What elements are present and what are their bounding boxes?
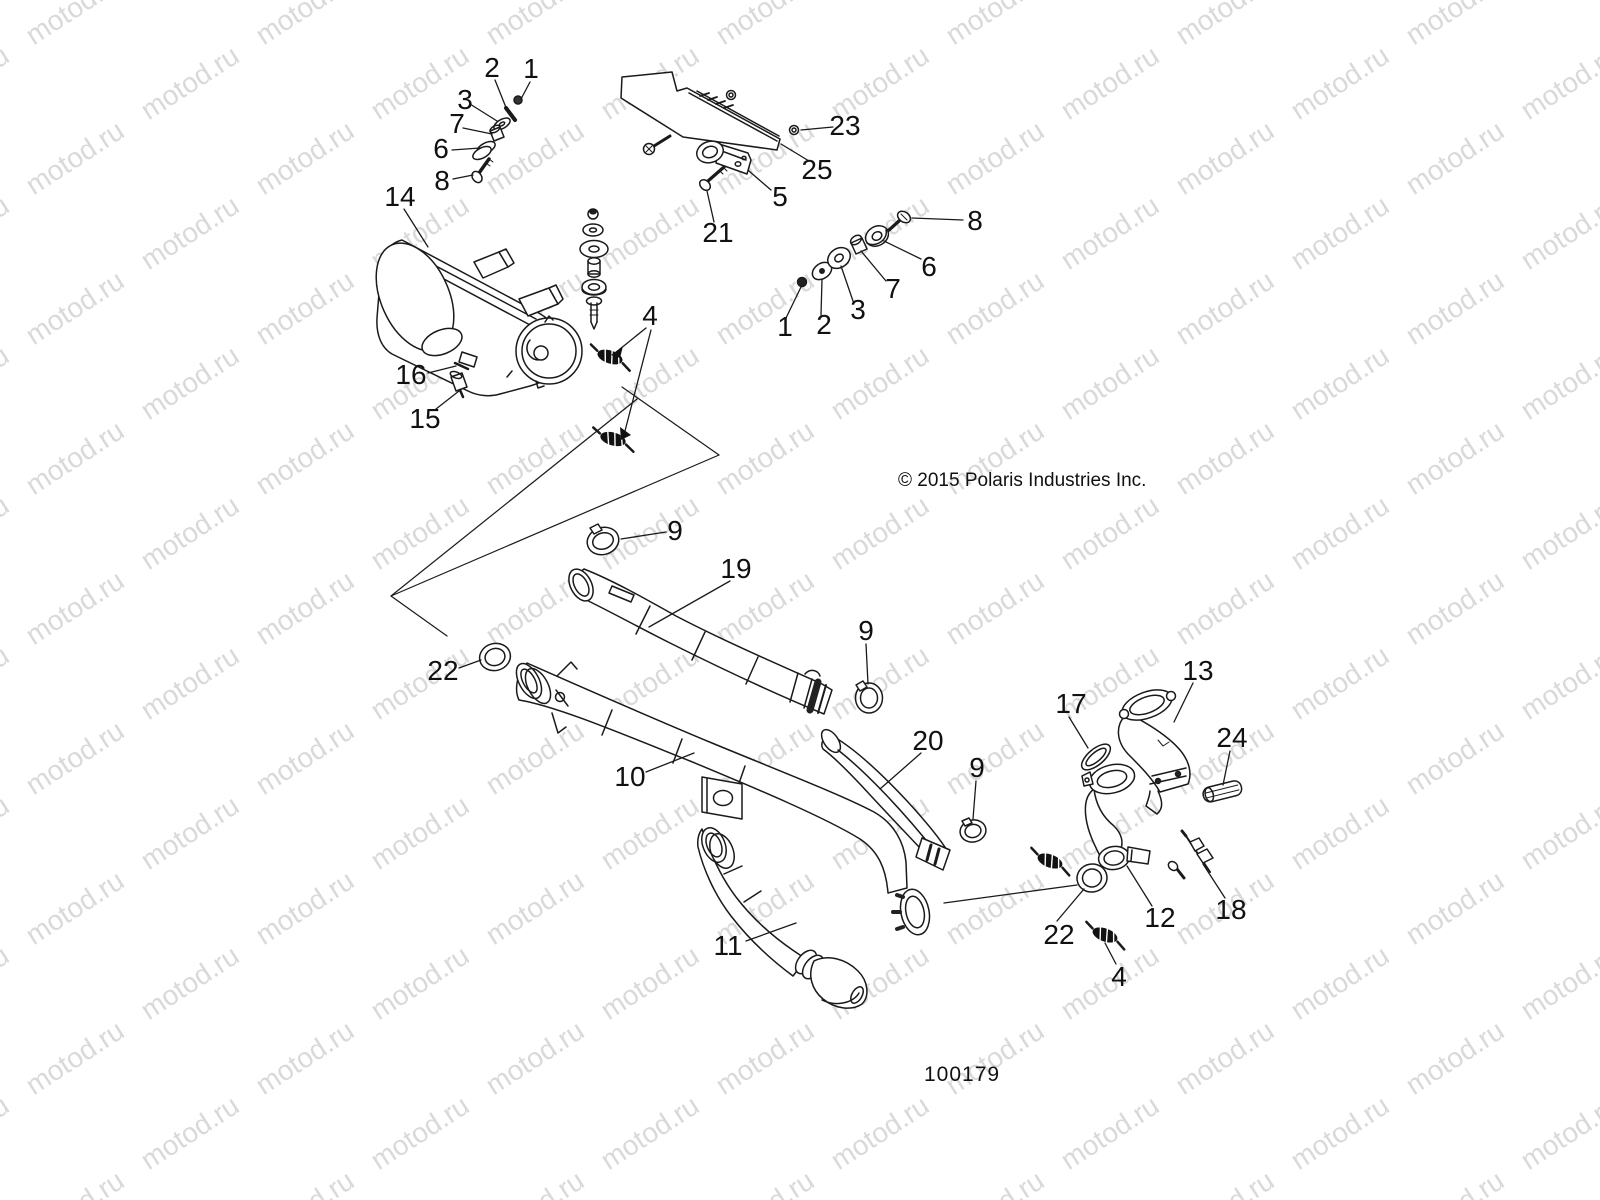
clamp-24 (1202, 780, 1243, 803)
bracket-5 (696, 140, 752, 192)
nut-1 (796, 276, 808, 288)
leader-arrowhead (611, 346, 623, 358)
callout-24: 24 (1216, 722, 1248, 753)
callout-25: 25 (801, 154, 833, 185)
clamp-9-b (854, 680, 884, 714)
callout-6: 6 (921, 251, 937, 282)
alignment-chevron-lines (390, 386, 720, 637)
callout-21: 21 (702, 217, 734, 248)
callout-8: 8 (434, 165, 450, 196)
callout-23: 23 (829, 110, 861, 141)
callout-17: 17 (1055, 688, 1087, 719)
callout-8: 8 (967, 205, 983, 236)
callout-22: 22 (427, 655, 459, 686)
header-pipe-13 (1117, 689, 1191, 815)
pipe-10 (515, 661, 931, 936)
callout-3: 3 (457, 84, 473, 115)
callout-4: 4 (1111, 961, 1127, 992)
leader-arrowhead (620, 427, 631, 440)
callout-15: 15 (409, 403, 441, 434)
spring-4-d (1085, 920, 1126, 951)
shield-bolt (642, 134, 672, 156)
callout-6: 6 (433, 133, 449, 164)
callout-3: 3 (850, 294, 866, 325)
muffler-clip-15 (449, 370, 468, 399)
callout-2: 2 (816, 309, 832, 340)
diagram-number: 100179 (924, 1063, 1001, 1086)
callout-5: 5 (772, 181, 788, 212)
callout-11: 11 (713, 930, 743, 961)
washer-3 (493, 117, 511, 131)
pipe-19 (568, 568, 833, 715)
spring-4-b (592, 426, 635, 453)
callout-7: 7 (885, 273, 901, 304)
callout-22: 22 (1043, 919, 1075, 950)
gasket-22-b (1076, 863, 1108, 893)
rear-mount-stack (796, 210, 912, 288)
callout-1: 1 (777, 311, 793, 342)
bolt-8 (887, 210, 912, 232)
bushing-7 (489, 126, 505, 142)
callout-14: 14 (384, 181, 416, 212)
muffler-14 (375, 239, 583, 399)
bolt-21 (698, 165, 728, 192)
fitting-18 (1167, 829, 1214, 880)
callout-9: 9 (969, 752, 985, 783)
callout-19: 19 (720, 553, 752, 584)
clamp-9-a (586, 523, 620, 556)
pipe-11 (697, 827, 868, 1009)
copyright-text: © 2015 Polaris Industries Inc. (898, 470, 1147, 491)
muffler-mount-stack (579, 208, 609, 330)
nut-23 (788, 124, 800, 136)
leader-lines (403, 79, 1231, 965)
bushing-7 (850, 237, 868, 255)
muffler-pin-16 (453, 361, 470, 371)
callout-2: 2 (484, 52, 500, 83)
callout-18: 18 (1215, 894, 1247, 925)
pipe-10-bracket (701, 776, 743, 820)
callout-12: 12 (1144, 902, 1176, 933)
callout-7: 7 (449, 108, 465, 139)
heat-shield-25 (620, 71, 800, 156)
callout-1: 1 (523, 53, 539, 84)
callout-9: 9 (667, 515, 683, 546)
callout-9: 9 (858, 615, 874, 646)
shield-20 (820, 728, 951, 871)
shield-nut (725, 89, 737, 101)
bolt-8 (471, 157, 494, 184)
pipe-11-tip (810, 957, 868, 1009)
clamp-9-c (959, 817, 987, 843)
washer-3 (827, 246, 851, 270)
pipe-12 (1081, 763, 1151, 871)
gasket-17 (1080, 743, 1112, 771)
callout-13: 13 (1182, 655, 1214, 686)
callout-10: 10 (614, 761, 646, 792)
callout-4: 4 (642, 300, 658, 331)
pipe-10-wing-clip (551, 661, 578, 734)
callout-20: 20 (912, 725, 944, 756)
callout-16: 16 (395, 359, 427, 390)
bolt-small (1167, 860, 1186, 880)
nut-1 (513, 95, 523, 105)
spring-4-c (1030, 846, 1071, 877)
front-mount-stack (471, 95, 523, 184)
